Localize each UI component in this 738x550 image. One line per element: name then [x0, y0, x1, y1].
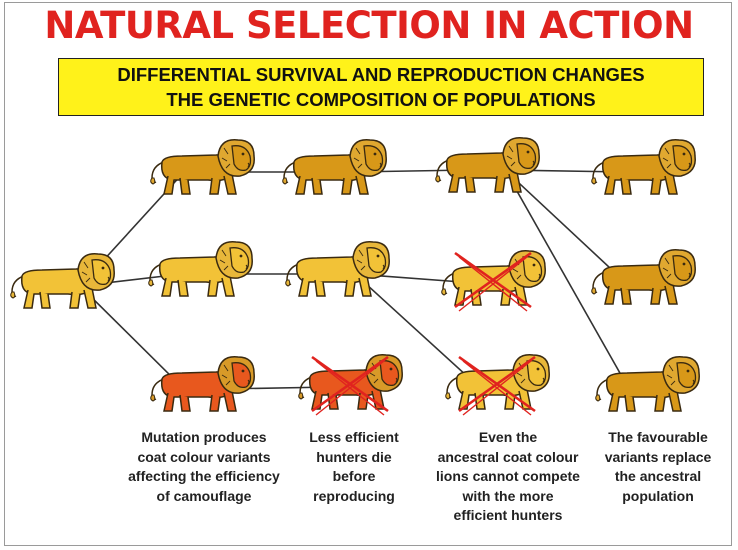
lion-gen4-bottom: [596, 357, 700, 411]
lion-gen3-mid: [442, 251, 546, 311]
caption-line: reproducing: [282, 487, 426, 507]
caption-line: affecting the efficiency: [108, 467, 300, 487]
caption-line: efficient hunters: [418, 506, 598, 526]
lion-gen1-top: [151, 140, 255, 194]
caption-line: The favourable: [588, 428, 728, 448]
caption-line: coat colour variants: [108, 448, 300, 468]
caption-line: with the more: [418, 487, 598, 507]
lion-gen1-mid: [149, 242, 253, 296]
lions: [11, 138, 700, 415]
caption-line: of camouflage: [108, 487, 300, 507]
lion-gen2-top: [283, 140, 387, 194]
lion-gen3-top: [436, 138, 540, 192]
lion-gen2-bottom: [299, 355, 403, 415]
caption-line: hunters die: [282, 448, 426, 468]
caption-line: Mutation produces: [108, 428, 300, 448]
caption-line: lions cannot compete: [418, 467, 598, 487]
caption-line: variants replace: [588, 448, 728, 468]
lion-gen4-top: [592, 140, 696, 194]
caption-line: ancestral coat colour: [418, 448, 598, 468]
caption-line: before: [282, 467, 426, 487]
lion-gen1-bottom: [151, 357, 255, 411]
caption-line: Even the: [418, 428, 598, 448]
lineage-line: [80, 286, 184, 389]
caption-line: Less efficient: [282, 428, 426, 448]
lion-gen4-mid: [592, 250, 696, 304]
lion-ancestor: [11, 254, 115, 308]
caption-line: population: [588, 487, 728, 507]
caption-line: the ancestral: [588, 467, 728, 487]
lion-gen2-mid: [286, 242, 390, 296]
lion-gen3-bottom: [446, 355, 550, 415]
